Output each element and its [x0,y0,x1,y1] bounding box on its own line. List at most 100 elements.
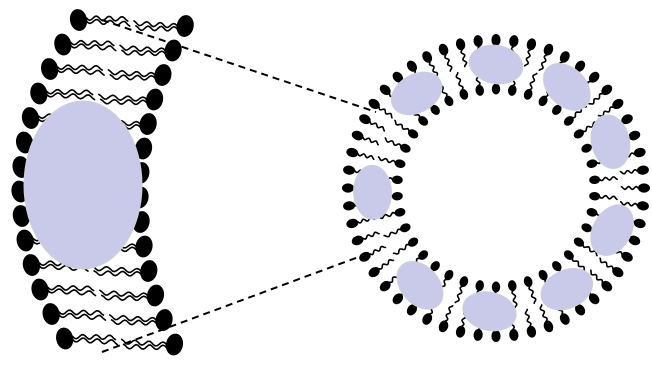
lipid-head [491,330,500,342]
lipid-tail [456,73,463,90]
lipid-head [475,280,485,292]
lipid-tail [526,310,531,326]
lipid-head [562,114,576,128]
lipid-head [636,201,649,212]
lipid-head [378,279,393,294]
lipid-tail [525,50,530,66]
lipid-head [68,7,89,32]
lipid-tail [385,138,401,146]
lipid-tail [445,55,452,71]
lipid-tail [108,70,154,76]
lipid-head [586,158,599,169]
lipid-tail [124,344,167,349]
lipid-head [509,35,520,48]
lipid-tail [446,306,453,321]
lipid-head [420,50,434,65]
lipid-head [509,328,520,341]
lipid-tail [100,290,148,296]
lipid-head [473,328,484,341]
lipid-tail [73,335,116,340]
lipid-tail [73,338,118,344]
lipid-head [164,332,185,357]
lipid-tail [101,99,147,104]
lipid-tail [370,122,384,131]
membrane-protein [24,101,142,269]
lipid-tail [589,94,602,104]
lipid-head [20,105,41,130]
vesicle-protein [534,54,599,119]
lipid-head [343,165,356,176]
lipid-head [343,201,356,212]
lipid-head [492,282,500,293]
lipid-head [633,218,647,230]
lipid-head [542,319,555,333]
lipid-tail [540,305,547,321]
lipid-tail [92,266,141,272]
lipid-head [405,59,419,74]
lipid-head [586,207,599,218]
lipid-tail [530,74,537,90]
lipid-tail [461,50,466,66]
lipid-tail [102,295,148,300]
lipid-head [526,37,538,51]
lipid-tail [600,258,613,269]
lipid-head [507,280,517,292]
lipid-head [416,248,430,262]
lipid-head [507,84,517,96]
lipid-tail [370,247,385,255]
lipid-tail [363,138,378,145]
lipid-head [152,62,173,87]
lipid-head [358,250,373,264]
lipid-tail [112,320,156,325]
lipid-head [145,283,166,308]
lipid-tail [363,232,379,239]
lipid-head [138,258,159,283]
membrane-patch [9,7,195,357]
lipid-head [399,222,412,234]
lipid-head [455,37,467,51]
lipid-tail [358,154,374,159]
lipid-tail [110,315,156,321]
lipid-head [21,252,42,277]
lipid-head [28,81,49,106]
lipid-head [589,192,601,201]
lipid-tail [122,50,165,55]
lipid-head [345,218,359,230]
lipid-tail [71,44,116,50]
lipid-tail [87,16,128,21]
vesicle-protein [466,41,526,88]
lipid-tail [621,202,637,206]
lipid-head [572,127,586,140]
lipid-tail [620,170,637,174]
lipid-head [342,183,354,192]
vesicle [342,34,650,342]
lipid-head [458,275,470,288]
lipid-tail [47,93,95,99]
lipid-tail [600,177,618,181]
lipid-head [437,319,450,333]
lipid-tail [94,271,141,276]
lipid-head [133,234,154,259]
lipid-head [473,35,484,48]
lipid-tail [48,286,94,291]
lipid-tail [99,94,147,100]
lipid-head [542,42,555,56]
lipid-tail [71,41,114,46]
vesicle-protein [353,165,393,220]
lipid-head [491,34,500,46]
lipid-tail [394,245,409,254]
lipid-head [41,301,62,326]
vesicle-protein [534,261,599,318]
lipid-head [562,248,576,262]
lipid-head [29,277,50,302]
lipid-head [437,42,450,56]
lipid-head [492,84,500,95]
lipid-head [638,183,650,192]
lipid-head [636,165,649,176]
lipid-tail [395,120,409,131]
lipid-tail [539,55,546,70]
vesicle-protein [459,287,520,336]
lipid-head [137,111,158,136]
lipid-tail [120,45,165,51]
